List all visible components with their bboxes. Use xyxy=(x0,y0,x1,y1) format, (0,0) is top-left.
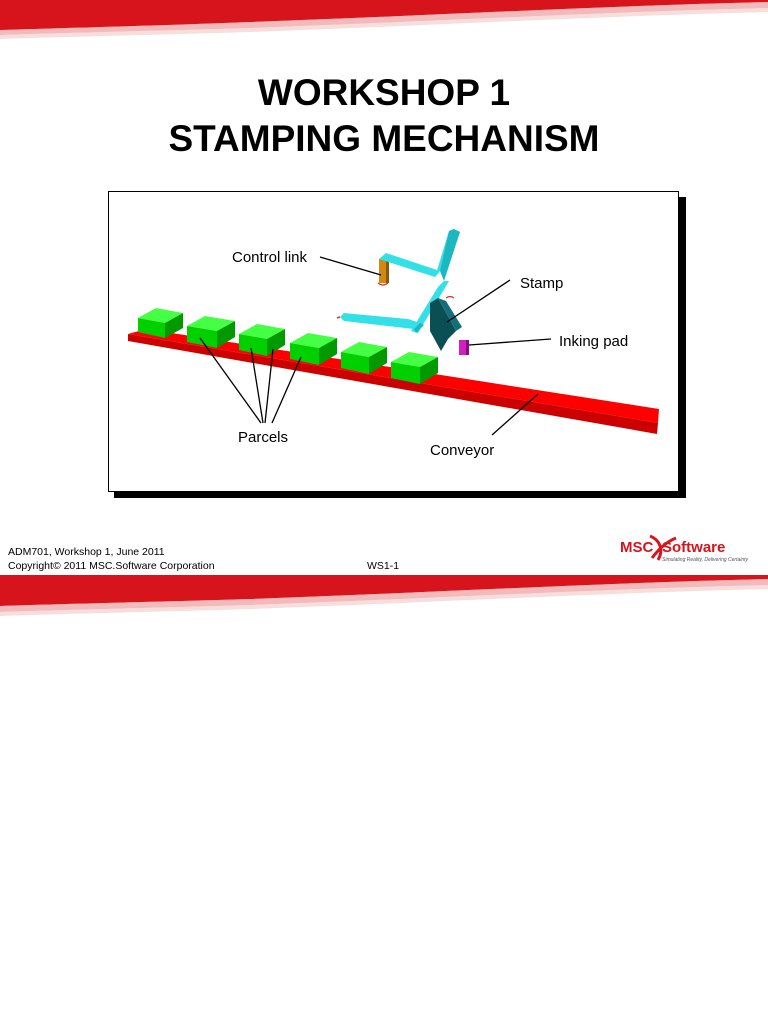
parcel-6 xyxy=(391,352,438,384)
stamping-mechanism-figure: Control link Stamp Inking pad Parcels Co… xyxy=(108,191,686,498)
logo-brand-left: MSC xyxy=(620,539,654,556)
inking-pad xyxy=(459,340,469,355)
parcel-leader-2 xyxy=(250,347,264,424)
logo-swoosh xyxy=(649,534,677,561)
inking-pad-leader xyxy=(468,338,552,346)
parcel-3 xyxy=(239,324,285,356)
footer-copyright: Copyright© 2011 MSC.Software Corporation xyxy=(8,560,215,572)
parcel-leader-4 xyxy=(271,356,302,424)
parcel-leader-3 xyxy=(264,348,274,424)
label-conveyor: Conveyor xyxy=(430,442,494,459)
parcel-2 xyxy=(187,316,235,348)
stamp-leader xyxy=(446,279,511,323)
parcels-group xyxy=(138,308,438,384)
conveyor-leader xyxy=(491,393,539,436)
label-parcels: Parcels xyxy=(238,429,288,446)
label-control-link: Control link xyxy=(232,249,308,266)
parcel-1 xyxy=(138,308,183,338)
label-inking-pad: Inking pad xyxy=(559,333,628,350)
control-link-leader xyxy=(319,256,382,276)
msc-software-logo: MSC Software Simulating Reality, Deliver… xyxy=(620,534,749,563)
leader-lines xyxy=(199,256,552,436)
parcel-4 xyxy=(290,333,337,365)
control-link xyxy=(377,259,389,286)
footer-page-number: WS1-1 xyxy=(367,560,400,572)
footer-band xyxy=(0,575,768,616)
slide-title-line-2: STAMPING MECHANISM xyxy=(168,118,600,159)
label-stamp: Stamp xyxy=(520,275,563,292)
footer-course-info: ADM701, Workshop 1, June 2011 xyxy=(8,546,165,558)
stamp-head xyxy=(430,298,462,351)
parcel-leader-1 xyxy=(199,337,262,424)
parcel-5 xyxy=(341,342,387,374)
logo-brand-right: Software xyxy=(662,539,725,556)
logo-tagline: Simulating Reality, Delivering Certainty xyxy=(662,557,749,563)
header-band xyxy=(0,0,768,39)
slide-title-line-1: WORKSHOP 1 xyxy=(257,72,511,113)
